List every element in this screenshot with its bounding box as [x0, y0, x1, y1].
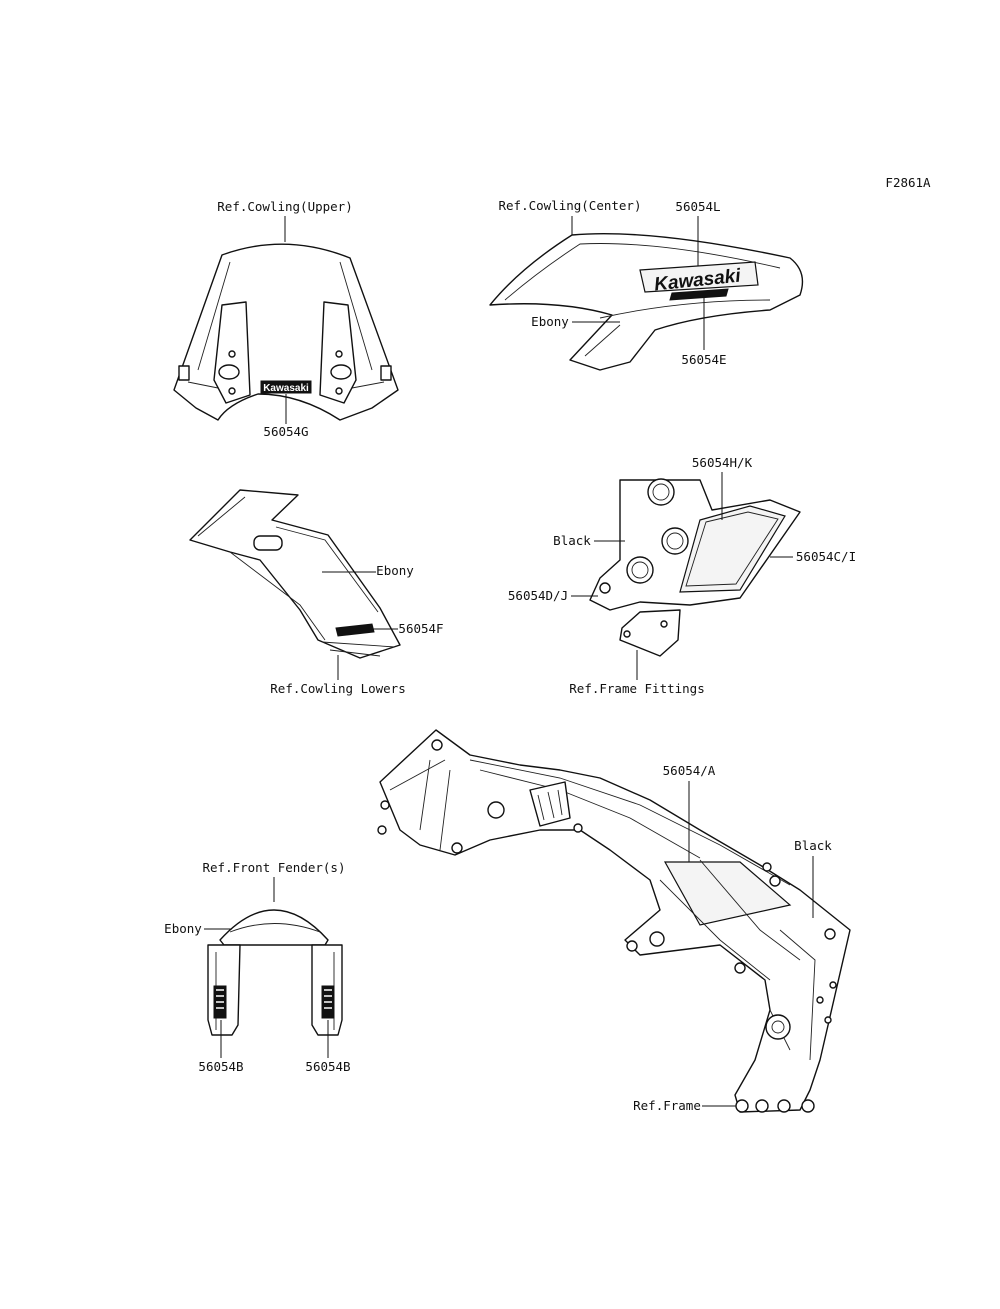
front-fender-part[interactable] — [207, 909, 343, 1036]
frame-fittings-color-label: Black — [553, 533, 591, 548]
frame-part[interactable] — [377, 729, 851, 1113]
upper-cowling-part[interactable]: Kawasaki — [173, 243, 399, 421]
frame-group: 56054/A Black Ref.Frame — [377, 729, 851, 1113]
front-fender-ref-label: Ref.Front Fender(s) — [203, 860, 346, 875]
center-cowling-part-bottom-label: 56054E — [681, 352, 726, 367]
frame-fittings-ref-label: Ref.Frame Fittings — [569, 681, 704, 696]
center-cowling-group: Ref.Cowling(Center) Kawasaki 56054L 5605… — [489, 198, 804, 371]
frame-ref-label: Ref.Frame — [633, 1098, 701, 1113]
center-cowling-part-top-label: 56054L — [675, 199, 720, 214]
cowling-lowers-part-label: 56054F — [398, 621, 443, 636]
frame-fittings-part-top-label: 56054H/K — [692, 455, 753, 470]
upper-cowling-group: Ref.Cowling(Upper) Kawasaki 56054G — [173, 199, 399, 439]
front-fender-color-label: Ebony — [164, 921, 202, 936]
frame-fittings-group: 56054H/K 56054C/I Black 56054D/J Ref.Fra… — [508, 455, 856, 696]
frame-part-label: 56054/A — [663, 763, 716, 778]
cowling-lowers-group: Ebony 56054F Ref.Cowling Lowers — [189, 489, 444, 696]
center-cowling-color-label: Ebony — [531, 314, 569, 329]
frame-side-decal — [663, 861, 792, 926]
frame-fittings-part-left-label: 56054D/J — [508, 588, 568, 603]
cowling-lowers-ref-label: Ref.Cowling Lowers — [270, 681, 405, 696]
center-cowling-part[interactable]: Kawasaki — [489, 232, 804, 371]
front-fender-right-part-label: 56054B — [305, 1059, 350, 1074]
upper-cowling-logo-decal — [260, 380, 312, 394]
upper-cowling-ref-label: Ref.Cowling(Upper) — [217, 199, 352, 214]
cowling-lowers-color-label: Ebony — [376, 563, 414, 578]
frame-fittings-side-decal — [679, 505, 786, 593]
frame-color-label: Black — [794, 838, 832, 853]
center-cowling-sub-decal — [669, 288, 729, 301]
figure-code: F2861A — [885, 175, 931, 190]
cowling-lowers-part[interactable] — [189, 489, 401, 659]
front-fender-left-part-label: 56054B — [198, 1059, 243, 1074]
center-cowling-ref-label: Ref.Cowling(Center) — [499, 198, 642, 213]
cowling-lowers-decal — [335, 623, 375, 637]
upper-cowling-part-label: 56054G — [263, 424, 308, 439]
cowling-lowers-opening — [253, 535, 283, 551]
upper-cowling-logo-text: Kawasaki — [263, 383, 309, 394]
front-fender-group: Ref.Front Fender(s) Ebony 56054B 56054B — [164, 860, 350, 1074]
frame-fittings-part[interactable] — [589, 478, 801, 657]
center-cowling-logo-decal — [639, 261, 759, 293]
frame-fittings-part-right-label: 56054C/I — [796, 549, 856, 564]
